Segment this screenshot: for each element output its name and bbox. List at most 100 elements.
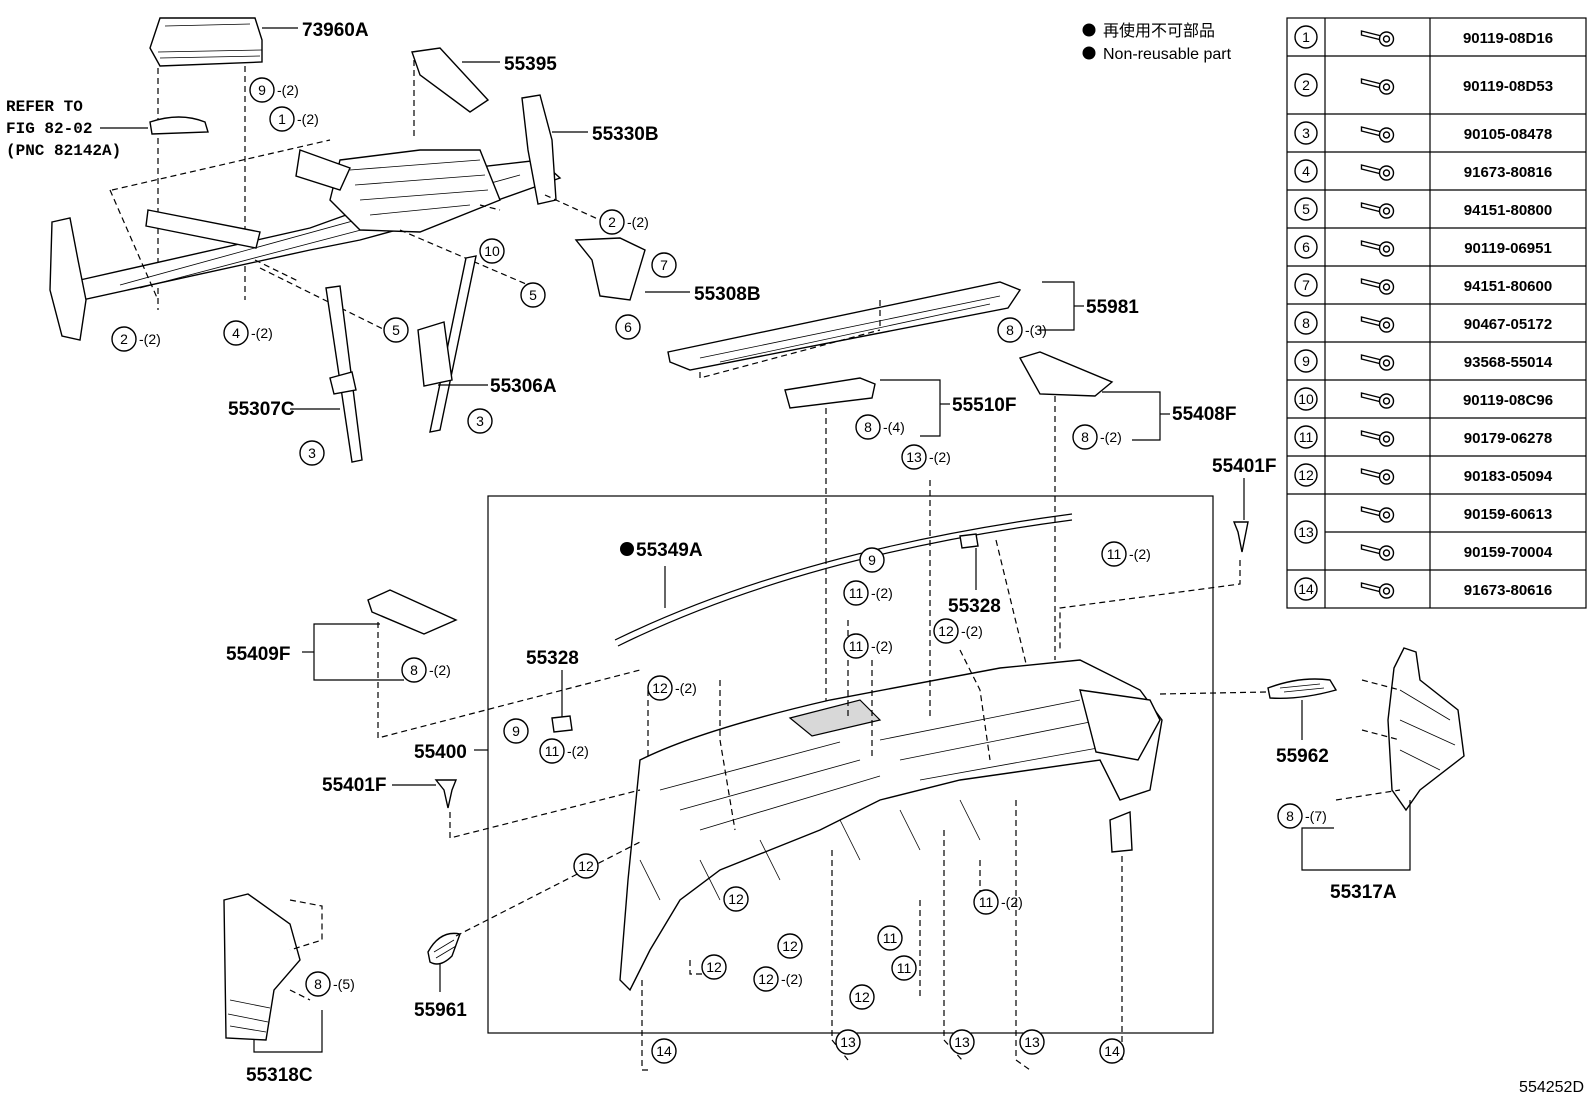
callout-number: 12 [706,959,722,975]
label-55981: 55981 [1086,297,1139,318]
callout-circle [701,954,727,980]
callout-circle [1019,1029,1045,1055]
callout-number: 14 [656,1043,672,1059]
legend-english: Non-reusable part [1103,46,1232,63]
callout-number: 9 [258,82,266,98]
callout-number: 4 [232,325,240,341]
fastener-icon [1360,506,1395,523]
callout-number: 3 [308,445,316,461]
callout-quantity: -(2) [1001,894,1023,910]
part-number: 93568-55014 [1464,354,1553,371]
label-55328-right: 55328 [948,596,1001,617]
instrument-panel-55400: 55400 [414,659,1163,992]
refer-line-1: REFER TO [6,98,83,116]
fastener-icon [1360,468,1395,485]
callout-number: 2 [120,331,128,347]
fastener-icon [1360,78,1395,95]
label-55395: 55395 [504,54,557,75]
label-55408F: 55408F [1172,404,1236,425]
callout-number: 11 [1107,546,1122,562]
refer-note: REFER TO FIG 82-02 (PNC 82142A) [6,98,209,160]
brace-55306A: 55306A [417,255,557,433]
legend-japanese: 再使用不可部品 [1103,22,1215,40]
callout-number: 11 [545,743,560,759]
part-number: 90179-06278 [1464,430,1552,447]
callout-number: 8 [1081,429,1089,445]
part-number: 90105-08478 [1464,126,1552,143]
row-number-circle [1294,311,1318,335]
row-number: 2 [1302,77,1310,93]
callout-c12-a: 12 [573,853,599,879]
callout-circle [933,618,959,644]
clip-55328-right: 55328 [948,533,1031,681]
legend: 再使用不可部品 Non-reusable part [1082,22,1232,63]
fastener-icon [1360,202,1395,219]
fastener-icon [1360,392,1395,409]
label-55961: 55961 [414,1000,467,1021]
callout-number: 9 [868,552,876,568]
callout-c3-a: 3 [299,440,325,466]
fastener-icon [1360,544,1395,561]
callout-c12-l: 12-(2) [647,675,697,701]
bullet-icon [1082,46,1096,60]
callout-c11-b3: 11-(2) [973,889,1023,915]
row-number: 10 [1298,391,1314,407]
row-number-circle [1294,273,1318,297]
callout-circle [997,317,1023,343]
part-number: 90119-08D53 [1463,78,1553,95]
label-55317A: 55317A [1330,882,1397,903]
callout-circle [269,106,295,132]
part-number: 94151-80600 [1464,278,1552,295]
callout-circle [901,444,927,470]
callout-c12-b: 12 [723,886,749,912]
callout-c10: 10 [479,238,505,264]
row-number-circle [1294,121,1318,145]
callout-c12-d: 12 [701,954,727,980]
callout-number: 11 [849,638,864,654]
callout-number: 12 [758,971,774,987]
callout-circle [599,209,625,235]
brace-55307C: 55307C [228,285,363,463]
callout-quantity: -(2) [871,638,893,654]
callout-number: 8 [314,976,322,992]
callout-number: 12 [782,938,798,954]
callout-c13-b3: 13 [1019,1029,1045,1055]
callout-circle [1101,541,1127,567]
callout-circle [223,320,249,346]
part-number: 94151-80800 [1464,202,1552,219]
callout-circle [299,440,325,466]
cover-55409F: 55409F [226,589,641,739]
row-number: 9 [1302,353,1310,369]
row-number: 11 [1299,429,1314,445]
row-number-circle [1294,73,1318,97]
callout-circle [401,657,427,683]
callout-c8-55510: 8-(4) [855,414,905,440]
callout-number: 12 [854,989,870,1005]
label-55409F: 55409F [226,644,290,665]
part-number: 90119-06951 [1464,240,1552,257]
row-number-circle [1294,520,1318,544]
row-number: 8 [1302,315,1310,331]
callout-quantity: -(5) [333,976,355,992]
table-frame [1286,17,1587,609]
callout-quantity: -(2) [675,680,697,696]
callout-c11-b2: 11 [891,955,917,981]
row-number: 4 [1302,163,1310,179]
table-row: 9 93568-55014 [1287,341,1586,380]
callout-circle [843,580,869,606]
callout-c12-m: 12-(2) [933,618,983,644]
callout-circle [615,314,641,340]
row-number-circle [1294,387,1318,411]
callout-number: 11 [849,585,864,601]
fastener-icon [1360,30,1395,47]
callout-c8-55981: 8-(3) [997,317,1047,343]
